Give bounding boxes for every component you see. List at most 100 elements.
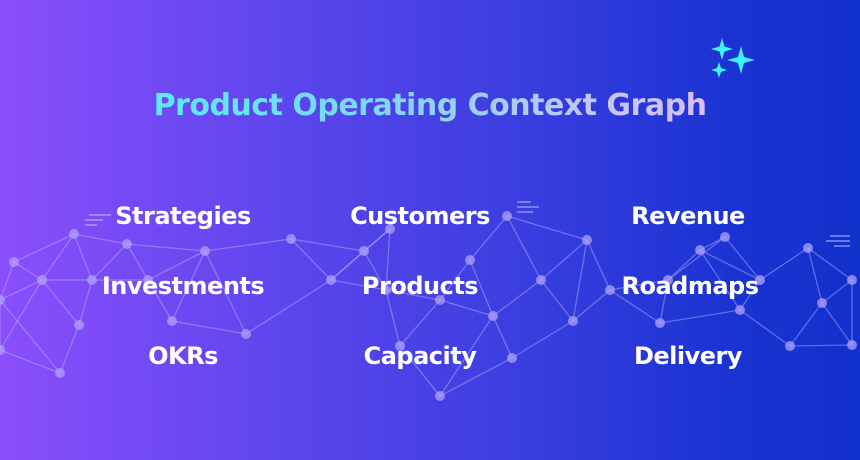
- network-node: [241, 329, 251, 339]
- network-edge: [789, 302, 823, 347]
- network-edge: [290, 238, 332, 281]
- page-title: Product Operating Context Graph: [0, 88, 860, 123]
- network-node: [847, 340, 857, 350]
- network-edge: [572, 289, 611, 322]
- network-node: [0, 345, 5, 355]
- network-node: [803, 243, 813, 253]
- network-edge: [667, 236, 726, 281]
- network-node: [655, 318, 665, 328]
- network-node: [9, 257, 19, 267]
- network-edge: [659, 279, 669, 324]
- network-edge: [739, 309, 791, 347]
- network-edge: [41, 233, 75, 281]
- network-node: [663, 275, 673, 285]
- network-edge: [699, 249, 761, 281]
- network-edge: [13, 261, 43, 281]
- network-edge: [511, 320, 574, 359]
- network-edge: [126, 243, 149, 281]
- network-node: [507, 353, 517, 363]
- network-node: [286, 234, 296, 244]
- network-edge: [91, 243, 128, 281]
- network-edge: [78, 279, 93, 326]
- network-node: [605, 285, 615, 295]
- label-delivery: Delivery: [633, 342, 743, 370]
- network-edge: [439, 315, 494, 397]
- network-edge: [659, 309, 741, 324]
- sparkles-icon: [711, 38, 755, 78]
- network-edge: [759, 247, 809, 281]
- network-edge: [245, 279, 332, 335]
- network-node: [785, 341, 795, 351]
- network-edge: [385, 228, 391, 291]
- network-edge: [399, 299, 441, 347]
- network-node: [143, 275, 153, 285]
- network-edge: [204, 238, 292, 252]
- network-node: [326, 275, 336, 285]
- network-edge: [0, 299, 61, 374]
- network-node: [488, 311, 498, 321]
- network-node: [735, 305, 745, 315]
- network-node: [200, 246, 210, 256]
- network-edge: [506, 215, 588, 241]
- network-edge: [807, 247, 853, 281]
- network-edge: [492, 315, 513, 359]
- network-edge: [821, 279, 853, 304]
- network-node: [695, 245, 705, 255]
- label-roadmaps: Roadmaps: [621, 272, 759, 300]
- network-node: [720, 232, 730, 242]
- dash-lines-icon: [826, 235, 850, 247]
- network-node: [385, 224, 395, 234]
- network-edge: [385, 289, 441, 301]
- network-node: [359, 246, 369, 256]
- label-capacity: Capacity: [363, 342, 477, 370]
- network-edge: [385, 289, 401, 347]
- network-node: [502, 211, 512, 221]
- network-edge: [540, 279, 574, 322]
- network-edge: [667, 249, 701, 281]
- network-edge: [171, 250, 206, 322]
- network-edge: [439, 357, 513, 397]
- network-node: [167, 316, 177, 326]
- network-node: [465, 255, 475, 265]
- network-node: [87, 275, 97, 285]
- network-edge: [330, 279, 387, 291]
- network-node: [536, 275, 546, 285]
- network-edge: [586, 239, 611, 291]
- network-edge: [540, 239, 588, 281]
- network-node: [817, 298, 827, 308]
- network-edge: [73, 233, 93, 281]
- network-edge: [0, 279, 43, 301]
- network-edge: [609, 279, 669, 291]
- network-node: [69, 229, 79, 239]
- network-node: [568, 316, 578, 326]
- network-edge: [73, 233, 128, 245]
- network-node: [847, 275, 857, 285]
- network-edge: [0, 279, 43, 351]
- network-node: [435, 295, 445, 305]
- network-edge: [147, 250, 206, 281]
- dash-lines-icon: [517, 201, 539, 213]
- network-edge: [739, 279, 761, 311]
- network-node: [395, 341, 405, 351]
- label-strategies: Strategies: [115, 202, 251, 230]
- label-customers: Customers: [350, 202, 490, 230]
- label-okrs: OKRs: [148, 342, 218, 370]
- network-node: [435, 391, 445, 401]
- network-edge: [147, 279, 173, 322]
- network-edge: [439, 259, 471, 301]
- network-edge: [789, 344, 853, 347]
- network-edge: [724, 236, 761, 281]
- network-node: [755, 275, 765, 285]
- network-edge: [363, 228, 391, 252]
- network-edge: [363, 250, 387, 291]
- label-investments: Investments: [101, 272, 265, 300]
- network-edge: [330, 250, 365, 281]
- network-edge: [439, 299, 494, 317]
- network-edge: [204, 250, 247, 335]
- network-edge: [0, 349, 61, 374]
- network-node: [0, 295, 5, 305]
- network-edge: [13, 233, 75, 263]
- network-edge: [0, 261, 15, 301]
- network-edge: [506, 215, 542, 281]
